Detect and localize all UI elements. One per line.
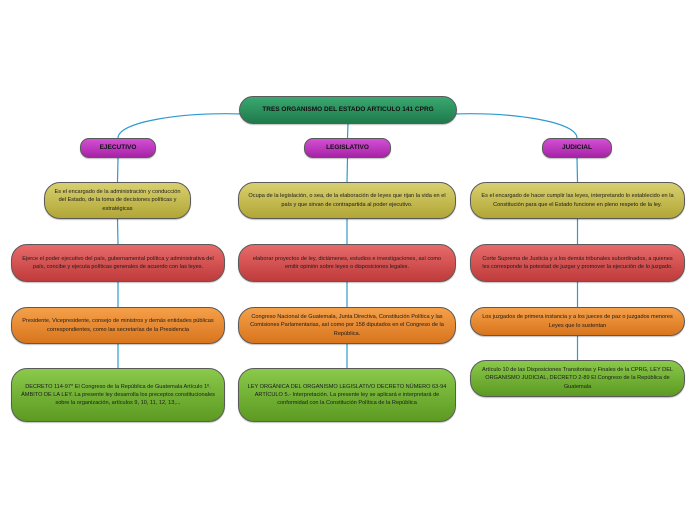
- branch-judicial[interactable]: JUDICIAL: [542, 138, 612, 158]
- legislativo-definicion[interactable]: Ocupa de la legislación, o sea, de la el…: [238, 182, 456, 219]
- ejecutivo-base-legal[interactable]: DECRETO 114-97* El Congreso de la Repúbl…: [11, 368, 225, 422]
- branch-ejecutivo[interactable]: EJECUTIVO: [80, 138, 156, 158]
- connector-ejecutivo-funciones: [116, 218, 119, 245]
- connector-ejecutivo-definicion: [116, 157, 119, 183]
- connector-root-branch-legislativo: [346, 123, 349, 139]
- legislativo-integrantes[interactable]: Congreso Nacional de Guatemala, Junta Di…: [238, 307, 456, 344]
- connector-legislativo-definicion: [346, 157, 349, 183]
- connector-judicial-definicion: [576, 157, 579, 183]
- root-node[interactable]: TRES ORGANISMO DEL ESTADO ARTICULO 141 C…: [239, 96, 457, 124]
- root-title: TRES ORGANISMO DEL ESTADO ARTICULO 141 C…: [262, 105, 434, 113]
- ejecutivo-funciones[interactable]: Ejerce el poder ejecutivo del país, gube…: [11, 244, 225, 282]
- judicial-definicion[interactable]: Es el encargado de hacer cumplir las ley…: [470, 182, 685, 219]
- branch-label: LEGISLATIVO: [326, 144, 369, 152]
- ejecutivo-definicion[interactable]: Es el encargado de la administración y c…: [44, 182, 191, 219]
- ejecutivo-integrantes[interactable]: Presidente, Vicepresidente, consejo de m…: [11, 307, 225, 344]
- judicial-funciones[interactable]: Corte Suprema de Justicia y a los demás …: [470, 244, 685, 282]
- branch-label: JUDICIAL: [562, 144, 592, 152]
- legislativo-base-legal[interactable]: LEY ORGÁNICA DEL ORGANISMO LEGISLATIVO D…: [238, 368, 456, 422]
- judicial-integrantes[interactable]: Los juzgados de primera instancia y a lo…: [470, 307, 685, 336]
- connector-root-branch-ejecutivo: [117, 113, 244, 139]
- branch-label: EJECUTIVO: [99, 144, 137, 152]
- branch-legislativo[interactable]: LEGISLATIVO: [304, 138, 391, 158]
- judicial-base-legal[interactable]: Artículo 10 de las Disposiciones Transit…: [470, 360, 685, 397]
- legislativo-funciones[interactable]: elaborar proyectos de ley, dictámenes, e…: [238, 244, 456, 282]
- connector-root-branch-judicial: [452, 113, 578, 139]
